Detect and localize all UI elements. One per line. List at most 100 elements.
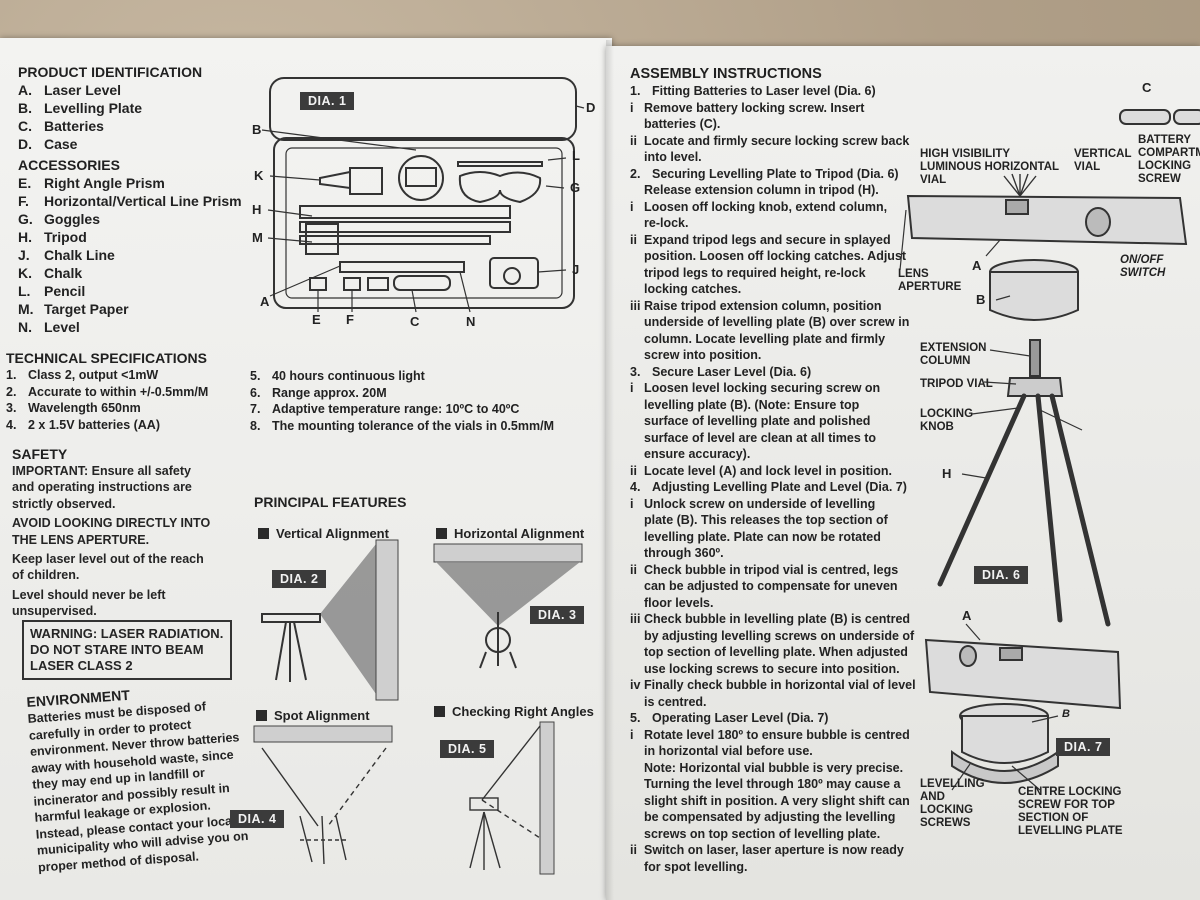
spec-row: 6.Range approx. 20M: [250, 385, 554, 402]
assembly-step-number: 5.: [630, 711, 641, 725]
feature-checking-right-angles: Checking Right Angles: [434, 704, 594, 719]
assembly-line-text: top section of levelling plate. When adj…: [644, 645, 908, 659]
spec-text: Adaptive temperature range: 10ºC to 40ºC: [272, 402, 520, 416]
feature-spot-label: Spot Alignment: [274, 708, 370, 723]
assembly-substep-marker: ii: [630, 562, 637, 577]
assembly-step-number: 2.: [630, 166, 641, 181]
feature-vertical-alignment: Vertical Alignment: [258, 526, 389, 541]
product_identification-name: Laser Level: [44, 82, 122, 98]
accessories-letter: N.: [18, 319, 32, 335]
product_identification-item: D.Case: [18, 135, 242, 153]
dia7-levelling-locking-screws-label: LEVELLING AND LOCKING SCREWS: [920, 778, 985, 829]
assembly-substep-marker: i: [630, 496, 634, 511]
assembly-line-text: locking catches.: [644, 282, 742, 296]
technical-specifications-section: TECHNICAL SPECIFICATIONS 1.Class 2, outp…: [6, 350, 208, 433]
accessories-item: J.Chalk Line: [18, 246, 242, 264]
feature-horizontal-label: Horizontal Alignment: [454, 526, 585, 541]
spec-number: 7.: [250, 402, 261, 416]
product_identification-name: Case: [44, 136, 78, 152]
assembly-line-text: re-lock.: [644, 216, 689, 230]
accessories-letter: H.: [18, 229, 32, 245]
dia1-letter-d: D: [586, 100, 596, 115]
dia1-letter-a: A: [260, 294, 270, 309]
spec-row: 8.The mounting tolerance of the vials in…: [250, 418, 554, 435]
spec-number: 4.: [6, 417, 17, 432]
accessories-item: H. Tripod: [18, 228, 242, 246]
product-identification-heading: PRODUCT IDENTIFICATION: [18, 64, 203, 80]
instruction-sheet-left: [0, 38, 612, 900]
dia7-letter-b: B: [1062, 708, 1070, 720]
safety-important: IMPORTANT: Ensure all safety and operati…: [12, 464, 192, 511]
spec-number: 2.: [6, 384, 17, 399]
assembly-line: re-lock.: [630, 215, 916, 232]
bullet-square-icon: [258, 528, 269, 539]
assembly-line-text: screws on top section of levelling plate…: [644, 826, 881, 841]
assembly-line: floor levels.: [630, 595, 916, 612]
assembly-line-text: surface of level are clean at all times …: [644, 430, 877, 445]
assembly-line: 1.Fitting Batteries to Laser level (Dia.…: [630, 83, 916, 100]
dia1-letter-f: F: [346, 312, 354, 327]
dia6-label: DIA. 6: [974, 566, 1029, 584]
assembly-substep-marker: i: [630, 727, 634, 742]
accessories-item: G.Goggles: [18, 210, 242, 228]
assembly-line-text: batteries (C).: [644, 117, 721, 131]
dia6-vertical-vial-label: VERTICAL VIAL: [1074, 148, 1132, 173]
assembly-line: screw into position.: [630, 347, 916, 364]
assembly-line: levelling plate (B). (Note: Ensure top: [630, 397, 916, 414]
accessories-letter: G.: [18, 211, 33, 227]
dia7-letter-a: A: [962, 608, 972, 623]
assembly-line-text: screw into position.: [644, 348, 762, 362]
assembly-line-text: floor levels.: [644, 595, 714, 610]
assembly-line: by adjusting levelling screws on undersi…: [630, 628, 916, 645]
assembly-line-text: Note: Horizontal vial bubble is very pre…: [644, 760, 904, 775]
dia3-label: DIA. 3: [530, 606, 585, 624]
spec-text: 40 hours continuous light: [272, 369, 425, 383]
spec-number: 3.: [6, 401, 17, 415]
spec-text: Range approx. 20M: [272, 385, 387, 400]
instruction-sheet-right: [606, 46, 1200, 900]
assembly-line-text: Expand tripod legs and secure in splayed: [644, 232, 891, 247]
accessories-name: Tripod: [44, 229, 87, 245]
accessories-letter: L.: [18, 283, 31, 299]
assembly-line-text: column. Locate levelling plate and firml…: [644, 331, 886, 346]
assembly-line-text: plate (B). This releases the top section…: [644, 513, 888, 527]
product_identification-letter: C.: [18, 118, 32, 134]
assembly-line: tripod legs to required height, re-lock: [630, 265, 916, 282]
feature-horizontal-alignment: Horizontal Alignment: [436, 526, 584, 541]
assembly-line-text: slight shift in position. A very slight …: [644, 793, 910, 808]
dia6-letter-b: B: [976, 292, 986, 307]
assembly-line-text: be compensated by adjusting the levellin…: [644, 810, 896, 824]
assembly-line-text: Finally check bubble in horizontal vial …: [644, 678, 916, 692]
laser-warning-box: WARNING: LASER RADIATION. DO NOT STARE I…: [22, 620, 232, 680]
assembly-line-text: tripod legs to required height, re-lock: [644, 265, 866, 280]
dia6-locking-knob-label: LOCKING KNOB: [920, 408, 974, 433]
dia1-letter-h: H: [252, 202, 262, 217]
assembly-instructions-section: ASSEMBLY INSTRUCTIONS 1.Fitting Batterie…: [630, 66, 916, 875]
dia7-centre-locking-screw-label: CENTRE LOCKING SCREW FOR TOP SECTION OF …: [1018, 786, 1123, 837]
assembly-line-text: ensure accuracy).: [644, 447, 751, 461]
accessories-name: Horizontal/Vertical Line Prism: [44, 193, 242, 209]
assembly-line-text: Locate level (A) and lock level in posit…: [644, 463, 892, 478]
assembly-line-text: for spot levelling.: [644, 859, 748, 874]
assembly-line: slight shift in position. A very slight …: [630, 793, 916, 810]
product_identification-letter: B.: [18, 100, 32, 116]
accessories-item: K.Chalk: [18, 264, 242, 282]
accessories-letter: K.: [18, 265, 32, 281]
spec-row: 2.Accurate to within +/-0.5mm/M: [6, 384, 208, 401]
safety-avoid: AVOID LOOKING DIRECTLY INTO THE LENS APE…: [12, 516, 211, 547]
assembly-line: Release extension column in tripod (H).: [630, 182, 916, 199]
assembly-line: levelling plate. Plate can now be rotate…: [630, 529, 916, 546]
product_identification-name: Levelling Plate: [44, 100, 143, 116]
assembly-line: into level.: [630, 149, 916, 166]
assembly-line-text: Securing Levelling Plate to Tripod (Dia.…: [652, 166, 899, 181]
dia6-high-visibility-vial-label: HIGH VISIBILITY LUMINOUS HORIZONTAL VIAL: [920, 148, 1059, 186]
